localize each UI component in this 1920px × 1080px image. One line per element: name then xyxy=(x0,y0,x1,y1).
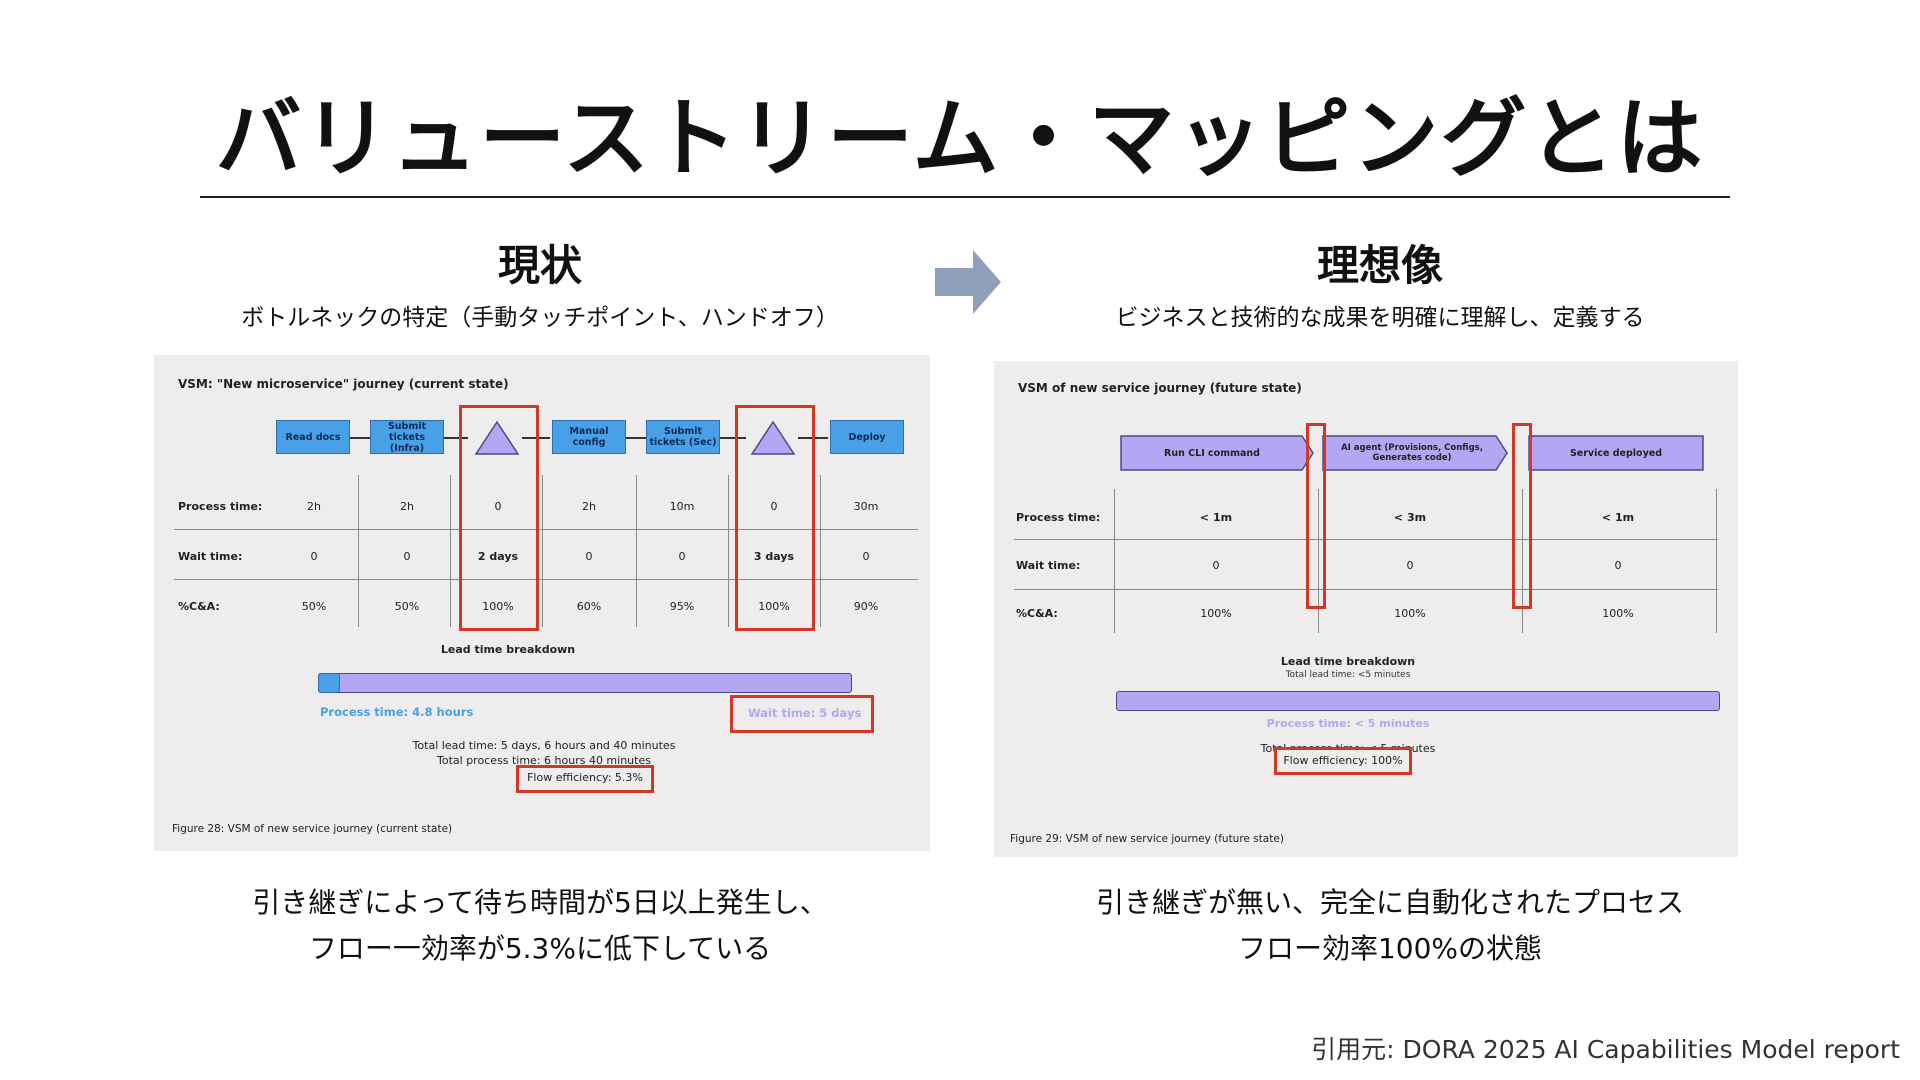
arrow-right-icon xyxy=(935,250,1001,314)
wait-cell: 0 xyxy=(1614,559,1622,572)
process-cell: 0 xyxy=(770,500,778,513)
process-cell: 2h xyxy=(400,500,414,513)
lead-time-title: Lead time breakdown xyxy=(1280,655,1416,668)
future-caption-line1: 引き継ぎが無い、完全に自動化されたプロセス xyxy=(1095,886,1684,919)
step-read-docs: Read docs xyxy=(276,420,350,454)
no-handoff-highlight xyxy=(1306,423,1326,609)
step-service-deployed: Service deployed xyxy=(1569,447,1663,459)
current-caption-line1: 引き継ぎによって待ち時間が5日以上発生し、 xyxy=(252,886,828,919)
row-label-ca: %C&A: xyxy=(1016,607,1058,620)
wait-cell: 0 xyxy=(1406,559,1414,572)
total-lead-time: Total lead time: 5 days, 6 hours and 40 … xyxy=(412,739,676,752)
wait-triangle-icon xyxy=(474,420,520,455)
figure-caption: Figure 28: VSM of new service journey (c… xyxy=(172,823,453,835)
step-submit-tickets-sec: Submit tickets (Sec) xyxy=(646,420,720,454)
process-time-label: Process time: 4.8 hours xyxy=(320,705,474,719)
flow-arrow xyxy=(626,437,646,439)
wait-cell: 0 xyxy=(310,550,318,563)
flow-efficiency-highlight xyxy=(516,765,654,793)
current-state-vsm-figure: VSM: "New microservice" journey (current… xyxy=(154,355,930,851)
vsm-title: VSM of new service journey (future state… xyxy=(1018,381,1302,395)
step-submit-tickets-infra: Submit tickets (Infra) xyxy=(370,420,444,454)
wait-time-highlight xyxy=(730,695,874,733)
wait-cell: 0 xyxy=(403,550,411,563)
current-caption-line2: フロー一効率が5.3%に低下している xyxy=(308,932,772,965)
row-label-process: Process time: xyxy=(1016,511,1101,524)
process-cell: 2h xyxy=(307,500,321,513)
current-state-subheading: ボトルネックの特定（手動タッチポイント、ハンドオフ） xyxy=(241,305,839,331)
step-deploy: Deploy xyxy=(830,420,904,454)
citation: 引用元: DORA 2025 AI Capabilities Model rep… xyxy=(1311,1035,1900,1064)
ca-cell: 95% xyxy=(669,600,695,613)
wait-cell: 3 days xyxy=(753,550,795,563)
flow-arrow xyxy=(350,437,370,439)
wait-cell: 2 days xyxy=(477,550,519,563)
step-run-cli: Run CLI command xyxy=(1164,447,1260,459)
wait-triangle-icon xyxy=(750,420,796,455)
ca-cell: 100% xyxy=(482,600,514,613)
flow-efficiency-highlight xyxy=(1274,747,1412,775)
ca-cell: 90% xyxy=(853,600,879,613)
lead-time-bar xyxy=(318,673,852,693)
ca-cell: 100% xyxy=(758,600,790,613)
future-state-heading: 理想像 xyxy=(1316,241,1443,290)
lead-time-title: Lead time breakdown xyxy=(440,643,576,656)
process-cell: 2h xyxy=(582,500,596,513)
process-time-bar xyxy=(318,673,340,693)
future-caption-line2: フロー効率100%の状態 xyxy=(1237,932,1543,965)
future-state-vsm-figure: VSM of new service journey (future state… xyxy=(994,361,1738,857)
row-label-wait: Wait time: xyxy=(178,550,243,563)
step-service-deployed-shape xyxy=(1528,435,1704,471)
flow-efficiency: Flow efficiency: 100% xyxy=(1283,754,1403,767)
title-divider xyxy=(200,196,1730,198)
total-process-time: Total process time: 6 hours 40 minutes xyxy=(437,754,651,767)
process-cell: < 3m xyxy=(1393,511,1427,524)
no-handoff-highlight xyxy=(1512,423,1532,609)
row-label-process: Process time: xyxy=(178,500,263,513)
ca-cell: 100% xyxy=(1602,607,1634,620)
wait-cell: 0 xyxy=(585,550,593,563)
current-state-caption: 引き継ぎによって待ち時間が5日以上発生し、 フロー一効率が5.3%に低下している xyxy=(140,880,940,972)
ca-cell: 60% xyxy=(576,600,602,613)
process-cell: 10m xyxy=(669,500,695,513)
process-time-label: Process time: < 5 minutes xyxy=(1266,717,1430,730)
wait-cell: 0 xyxy=(1212,559,1220,572)
ca-cell: 100% xyxy=(1394,607,1426,620)
ca-cell: 50% xyxy=(301,600,327,613)
handoff-highlight xyxy=(735,405,815,631)
process-cell: < 1m xyxy=(1199,511,1233,524)
ca-cell: 100% xyxy=(1200,607,1232,620)
slide-title: バリューストリーム・マッピングとは xyxy=(215,89,1705,189)
wait-time-label: Wait time: 5 days xyxy=(748,706,862,720)
ca-cell: 50% xyxy=(394,600,420,613)
process-cell: < 1m xyxy=(1601,511,1635,524)
wait-cell: 0 xyxy=(678,550,686,563)
step-ai-agent: AI agent (Provisions, Configs, Generates… xyxy=(1341,443,1483,463)
flow-arrow xyxy=(444,437,468,439)
process-cell: 30m xyxy=(853,500,879,513)
flow-arrow xyxy=(720,437,746,439)
future-state-subheading: ビジネスと技術的な成果を明確に理解し、定義する xyxy=(1115,305,1645,331)
step-manual-config: Manual config xyxy=(552,420,626,454)
flow-efficiency: Flow efficiency: 5.3% xyxy=(527,771,643,784)
future-state-caption: 引き継ぎが無い、完全に自動化されたプロセス フロー効率100%の状態 xyxy=(1000,880,1780,972)
figure-caption: Figure 29: VSM of new service journey (f… xyxy=(1010,833,1284,845)
vsm-title: VSM: "New microservice" journey (current… xyxy=(178,377,509,391)
lead-time-bar xyxy=(1116,691,1720,711)
current-state-heading: 現状 xyxy=(497,241,582,290)
process-cell: 0 xyxy=(494,500,502,513)
handoff-highlight xyxy=(459,405,539,631)
row-label-ca: %C&A: xyxy=(178,600,220,613)
row-label-wait: Wait time: xyxy=(1016,559,1081,572)
lead-time-subtitle: Total lead time: <5 minutes xyxy=(1285,670,1411,680)
wait-cell: 0 xyxy=(862,550,870,563)
